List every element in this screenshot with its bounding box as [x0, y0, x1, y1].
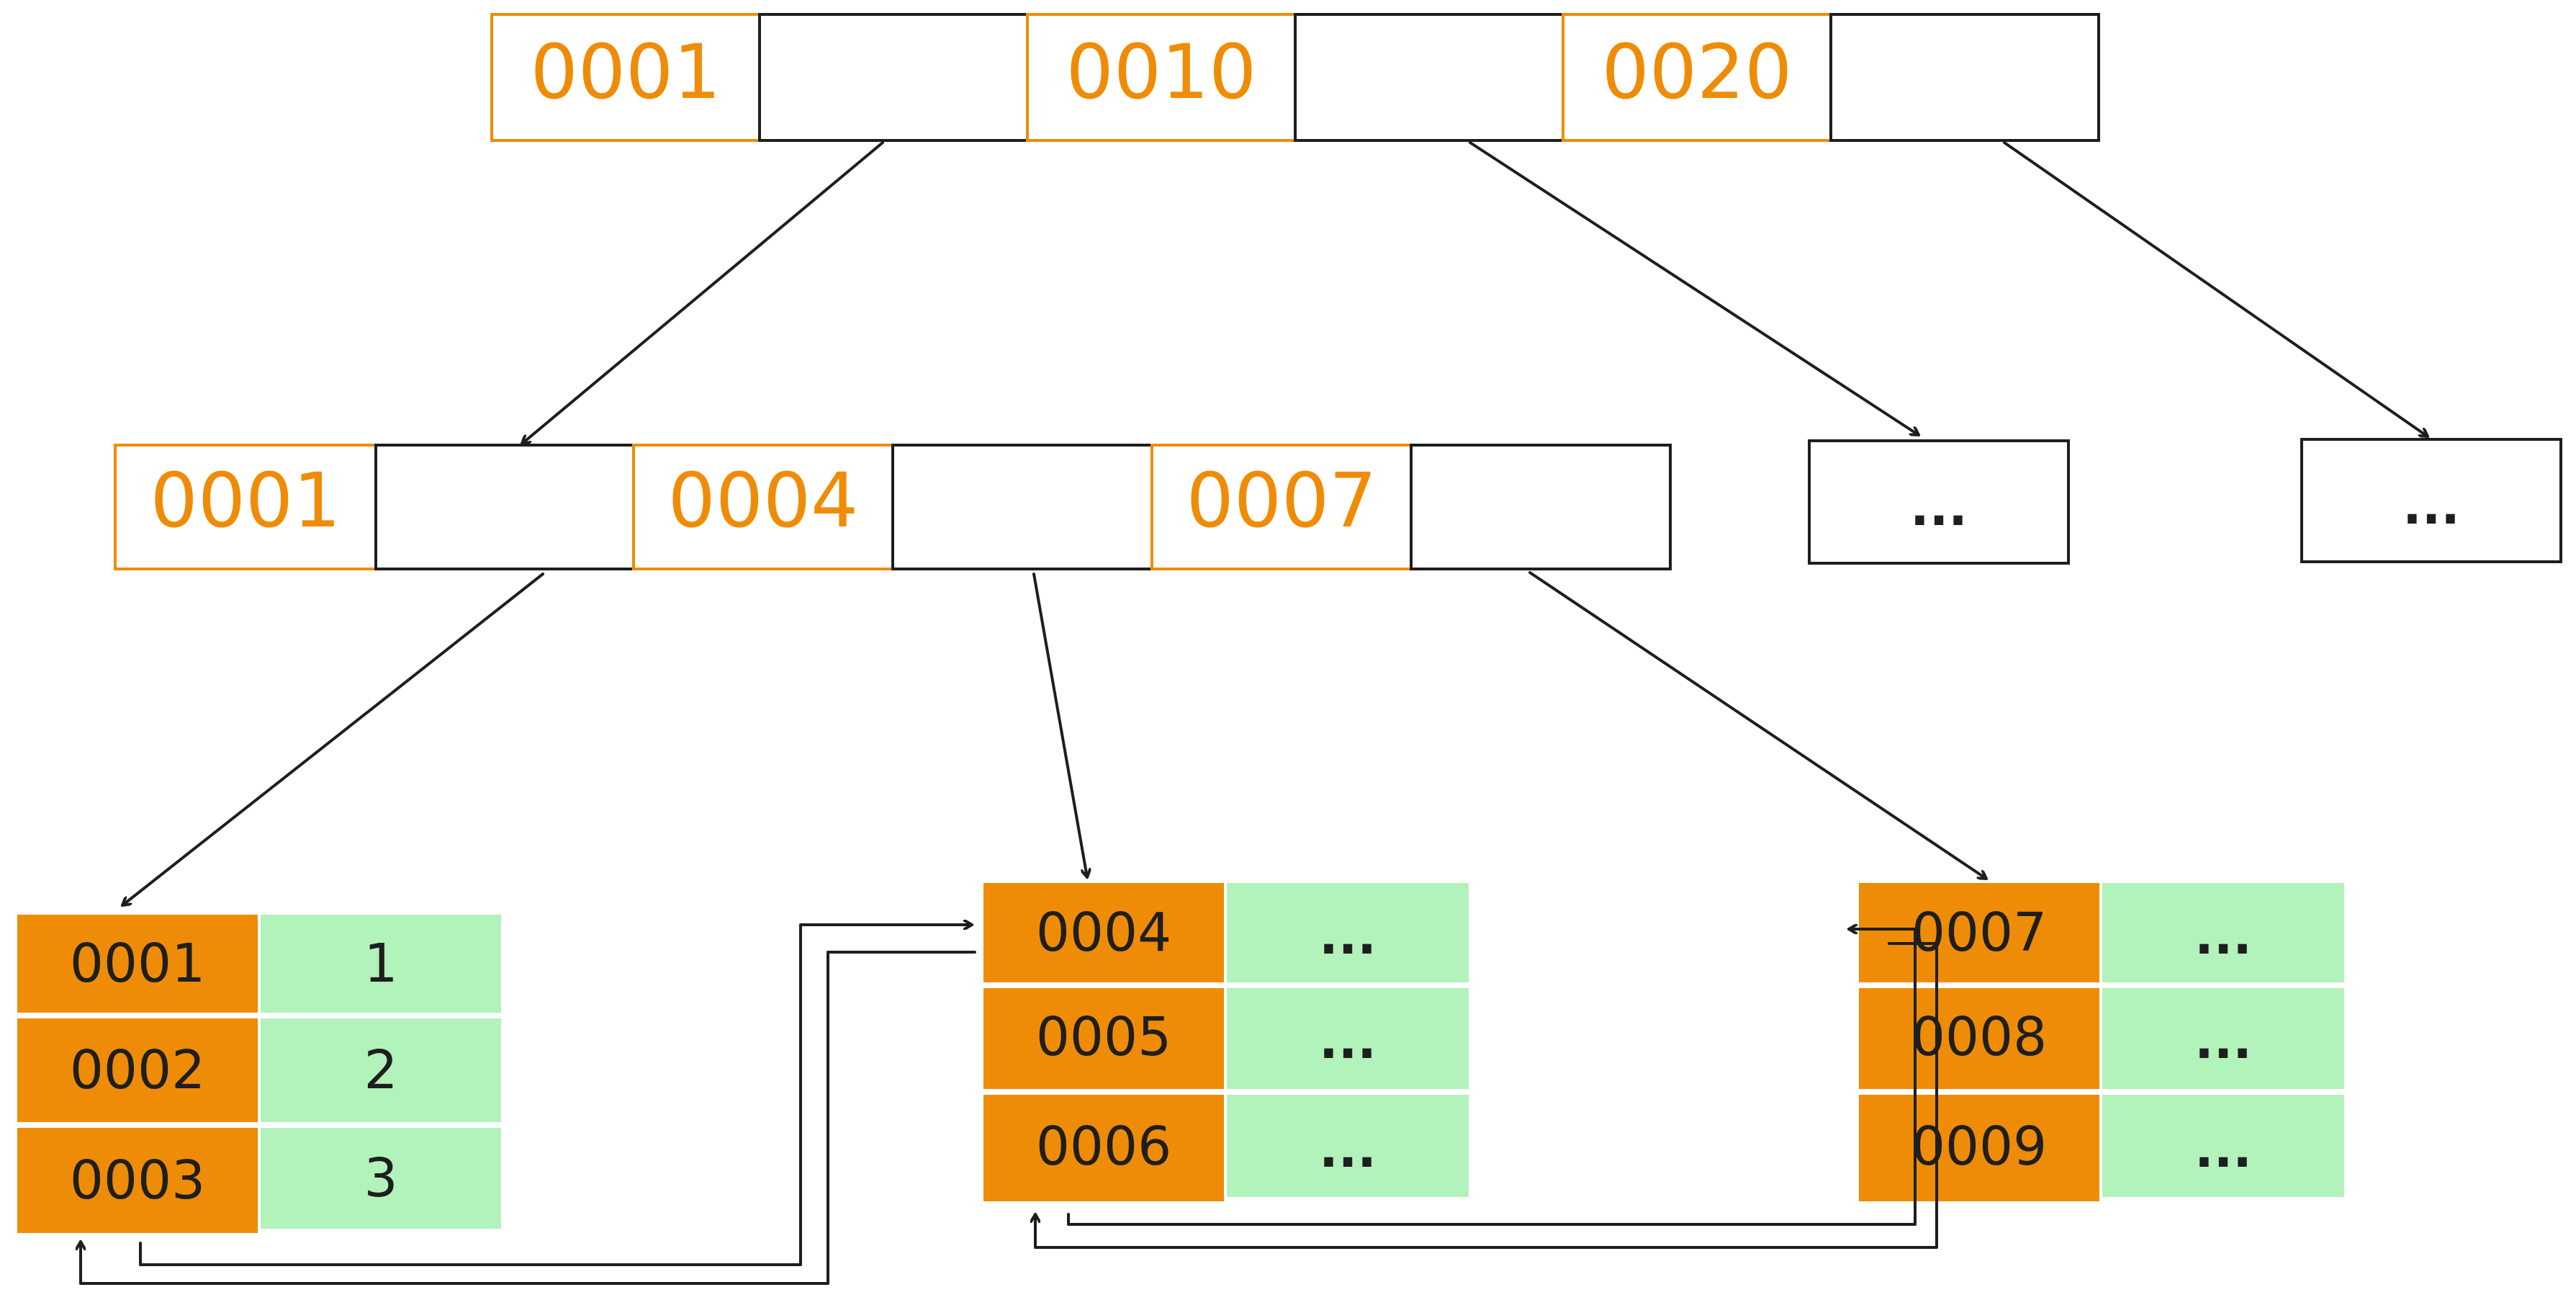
- leaf-key-cell: [981, 1092, 1227, 1204]
- leaf-key-cell: [1856, 1092, 2102, 1204]
- leaf-value-cell: [1224, 1092, 1472, 1200]
- leaf-value-label: ...: [2194, 1011, 2252, 1070]
- collapsed-node-label: ...: [1910, 478, 1968, 537]
- internal-pointer-cell: [1410, 444, 1672, 570]
- leaf-node: 0007 ... 0008 ... 0009 ...: [1856, 880, 2347, 1204]
- leaf-prev-link-arrow: [1035, 942, 1938, 1249]
- internal-entry: 0001: [114, 444, 635, 570]
- tree-edge-arrow: [522, 141, 884, 444]
- tree-edge-arrow: [1469, 141, 1919, 435]
- root-key-cell: [1026, 13, 1297, 142]
- leaf-value-cell: [258, 1016, 504, 1125]
- leaf-value-label: 2: [364, 1039, 397, 1101]
- leaf-value-cell: [1224, 985, 1472, 1092]
- leaf-value-label: ...: [1319, 1120, 1377, 1179]
- leaf-row: 0001 1: [14, 912, 504, 1016]
- root-pointer-cell: [1829, 13, 2100, 142]
- leaf-key-label: 0006: [1036, 1116, 1171, 1178]
- root-key-label: 0020: [1602, 28, 1793, 116]
- leaf-value-label: 1: [364, 933, 397, 995]
- leaf-row: 0003 3: [14, 1125, 504, 1236]
- leaf-row: 0002 2: [14, 1016, 504, 1125]
- tree-edge-arrow: [122, 573, 544, 905]
- leaf-key-label: 0004: [1036, 902, 1171, 964]
- leaf-key-cell: [1856, 985, 2102, 1092]
- leaf-node: 0001 1 0002 2 0003 3: [14, 912, 504, 1236]
- tree-edge-arrow: [1032, 573, 1087, 877]
- leaf-key-label: 0008: [1911, 1006, 2047, 1068]
- root-key-label: 0001: [531, 28, 721, 116]
- internal-entry: 0004: [632, 444, 1153, 570]
- internal-entry: 0007: [1150, 444, 1672, 570]
- leaf-row: 0005 ...: [981, 985, 1472, 1092]
- root-pointer-cell: [758, 13, 1029, 142]
- leaf-key-label: 0003: [70, 1149, 205, 1211]
- collapsed-node-label: ...: [2402, 477, 2460, 536]
- root-key-cell: [1562, 13, 1832, 142]
- collapsed-node-box: [2300, 438, 2562, 563]
- leaf-value-label: ...: [2194, 907, 2252, 966]
- leaf-key-cell: [1856, 880, 2102, 985]
- leaf-next-link-arrow: [139, 925, 973, 1266]
- internal-key-label: 0001: [150, 457, 341, 544]
- collapsed-node: ...: [1808, 439, 2070, 565]
- internal-key-cell: [632, 444, 894, 570]
- leaf-next-link-arrow: [1067, 929, 1917, 1226]
- leaf-row: 0008 ...: [1856, 985, 2347, 1092]
- leaf-key-label: 0005: [1036, 1006, 1171, 1068]
- leaf-key-cell: [14, 1125, 261, 1236]
- collapsed-node-box: [1808, 439, 2070, 565]
- root-key-cell: [490, 13, 761, 142]
- leaf-row: 0007 ...: [1856, 880, 2347, 985]
- leaf-value-label: ...: [1319, 1011, 1377, 1070]
- root-entry: 0020: [1562, 13, 2100, 142]
- leaf-key-label: 0009: [1911, 1116, 2047, 1178]
- internal-pointer-cell: [891, 444, 1153, 570]
- leaf-row: 0006 ...: [981, 1092, 1472, 1204]
- collapsed-node: ...: [2300, 438, 2562, 563]
- root-key-label: 0010: [1066, 28, 1257, 116]
- root-pointer-cell: [1294, 13, 1564, 142]
- internal-key-cell: [1150, 444, 1413, 570]
- leaf-value-cell: [2099, 1092, 2347, 1200]
- root-entry: 0001: [490, 13, 1029, 142]
- root-entry: 0010: [1026, 13, 1564, 142]
- tree-edge-arrow: [2003, 141, 2428, 436]
- leaf-row: 0004 ...: [981, 880, 1472, 985]
- leaf-key-label: 0001: [70, 933, 205, 995]
- internal-key-label: 0004: [668, 457, 859, 544]
- leaf-value-cell: [258, 912, 504, 1016]
- leaf-key-cell: [14, 912, 261, 1016]
- leaf-key-label: 0002: [70, 1039, 205, 1101]
- root-node: 0001 0010 0020: [490, 13, 2100, 142]
- leaf-key-cell: [981, 985, 1227, 1092]
- tree-edge-arrow: [1528, 571, 1986, 879]
- internal-node: 0001 0004 0007: [114, 444, 1672, 570]
- leaf-value-cell: [1224, 880, 1472, 985]
- leaf-row: 0009 ...: [1856, 1092, 2347, 1204]
- internal-pointer-cell: [374, 444, 635, 570]
- leaf-value-cell: [2099, 985, 2347, 1092]
- leaf-node: 0004 ... 0005 ... 0006 ...: [981, 880, 1472, 1204]
- internal-key-label: 0007: [1186, 457, 1377, 544]
- leaf-value-cell: [2099, 880, 2347, 985]
- leaf-value-label: 3: [364, 1147, 397, 1209]
- leaf-key-label: 0007: [1911, 902, 2047, 964]
- leaf-value-cell: [258, 1125, 504, 1232]
- leaf-value-label: ...: [2194, 1120, 2252, 1179]
- leaf-value-label: ...: [1319, 907, 1377, 966]
- leaf-prev-link-arrow: [81, 951, 976, 1285]
